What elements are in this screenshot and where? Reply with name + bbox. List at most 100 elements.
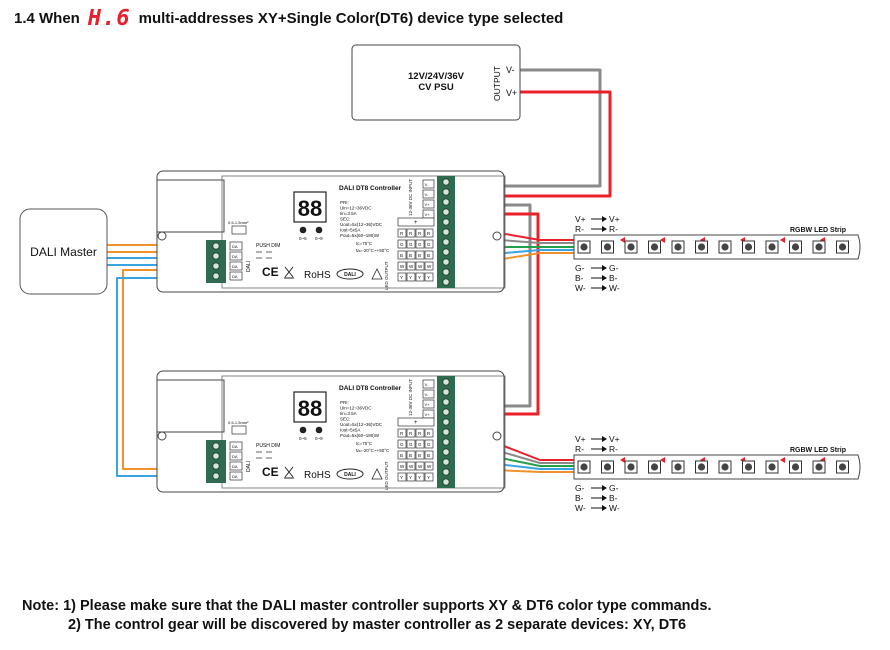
push-dim-label: PUSH DIM [256,243,280,249]
dali-logo-icon [336,268,364,280]
weee-bin-icon [284,266,294,279]
strip-direction-arrow [620,237,625,243]
output-pin-label: B [409,453,412,458]
input-pin-box [422,179,435,189]
dali-terminal-block [206,240,226,283]
output-pin-label: G [409,242,413,247]
dali-pin-label: DA [232,474,238,479]
spec-line: Uin=12~36VDC [340,206,372,211]
output-pin-label: R [409,431,413,436]
terminal-screw [442,218,450,226]
output-pin-label: G [427,442,431,447]
output-pin-box [397,261,407,271]
output-pin-label: R [418,231,422,236]
dali-pin-box [229,441,243,451]
output-pin-box [406,239,416,249]
output-pin-box [424,239,434,249]
output-pin-box [406,461,416,471]
output-pin-label: R [427,231,431,236]
output-pin-box [406,261,416,271]
spec-line: PRI: [340,200,349,205]
led-dot [791,463,800,471]
notes: Note: 1) Please make sure that the DALI … [22,597,711,635]
output-pin-box [415,250,425,260]
output-pin-label: G [418,242,422,247]
output-pin-label: Y [418,475,421,480]
input-pin-box [422,189,435,199]
ce-mark: CE [262,265,279,279]
dali-terminal-screw [212,272,220,280]
spec-line: Iin=3.5A [340,211,357,216]
button-right [315,226,323,234]
output-pin-box [424,472,434,482]
segment-display-frame [293,391,327,423]
led-dot [815,243,823,251]
dali-pin-box [229,471,243,481]
rohs-mark: RoHS [304,470,331,481]
spec-line: PRI: [340,400,349,405]
terminal-screw [442,268,450,276]
terminal-screw [442,448,450,456]
output-side-label: LED OUTPUT [384,461,389,490]
title-prefix: 1.4 When [14,10,80,27]
terminal-screw [442,428,450,436]
terminal-screw [442,438,450,446]
output-pin-label: B [409,253,412,258]
strip-direction-arrow [660,457,665,463]
temp-tc-label: tc=75°C [356,441,373,446]
spec-line: Uout=5x(12~36)VDC [340,222,383,227]
strip-map-left: V+ [575,214,586,224]
output-pin-box [415,428,425,438]
input-pin-label: V- [425,182,429,187]
controller-panel [221,175,506,289]
terminal-screw [442,418,450,426]
terminal-screw [442,258,450,266]
output-pin-box [397,239,407,249]
wire-psu-vplus-1 [445,90,612,198]
spec-line: Iout=5x5A [340,428,360,433]
strip-map-right: V+ [609,214,620,224]
output-pin-box [415,450,425,460]
strip-map-right: W- [609,283,620,293]
output-pin-box [397,228,407,238]
output-pin-label: W [418,464,423,469]
strip-map-left: V+ [575,434,586,444]
input-pin-box [422,399,435,409]
segment-display: 88 [298,196,322,221]
dali-terminal-block [206,440,226,483]
strip-map-left: R- [575,224,584,234]
dali-pin-box [229,241,243,251]
weee-bin-icon [284,466,294,479]
output-pin-box [415,239,425,249]
output-pin-box [424,228,434,238]
push-dim-label: PUSH DIM [256,443,280,449]
dali-pin-box [229,251,243,261]
dali-pin-label: DA [232,264,238,269]
terminal-screw [442,178,450,186]
dali-pin-label: DA [232,244,238,249]
led-dot [721,243,729,251]
led-dot [603,243,612,251]
controller-mount-tab-top [156,379,225,433]
mount-hole-left [157,231,167,241]
strip-map-right: B- [609,273,618,283]
segment-display: 88 [298,396,322,421]
dali-master-box [19,208,108,295]
strip-map-right: B- [609,493,618,503]
led-dot [580,463,588,471]
strip-map-arrowhead [602,446,607,452]
strip-map-left: R- [575,444,584,454]
terminal-screw [442,278,450,286]
output-pin-box [397,472,407,482]
cert-triangle-icon [371,468,383,480]
led-dot [744,243,753,251]
dali-terminal-screw [212,472,220,480]
psu-box [351,44,521,121]
spec-line: Uout=5x(12~36)VDC [340,422,383,427]
strip-map-left: W- [575,503,586,513]
output-plus-label: + [414,420,418,426]
strip-map-left: G- [575,483,585,493]
rohs-mark: RoHS [304,270,331,281]
push-dim-symbol [256,251,272,259]
